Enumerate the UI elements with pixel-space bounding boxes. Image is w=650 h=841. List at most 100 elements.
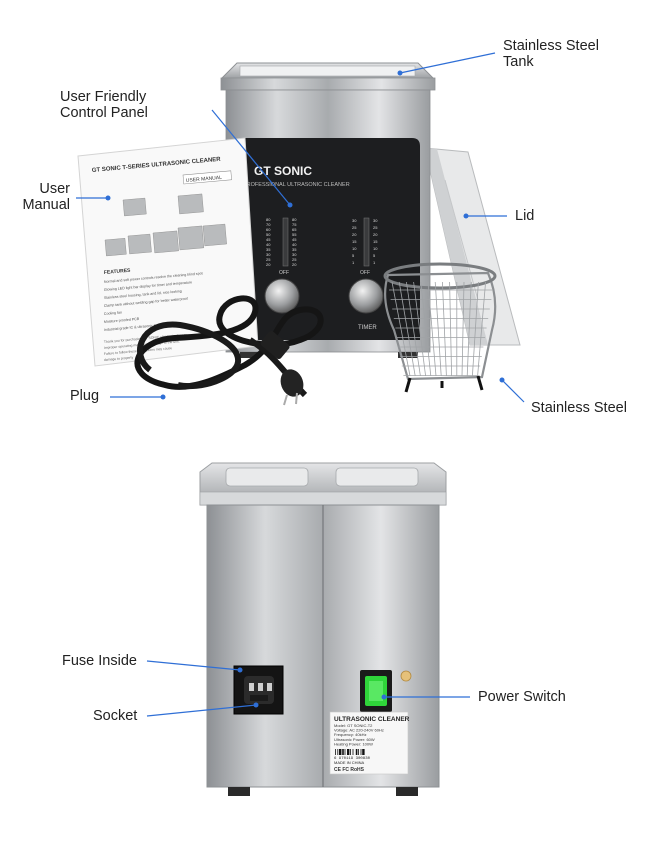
- timer-scale-tick-r: 10: [373, 246, 378, 251]
- heater-scale-tick-f: 35: [292, 247, 297, 252]
- barcode-bar: [342, 749, 344, 755]
- heater-scale-tick-f: 20: [292, 262, 297, 267]
- timer-scale-tick: 15: [352, 239, 357, 244]
- label-stainless-steel-basket: Stainless Steel: [531, 400, 627, 416]
- control-panel-leader-dot: [287, 202, 293, 208]
- label-user-manual: User Manual: [22, 181, 70, 213]
- label-socket: Socket: [93, 708, 138, 724]
- timer-scale-tick: 10: [352, 246, 357, 251]
- barcode-bar: [344, 749, 346, 755]
- label-plug: Plug: [70, 388, 100, 404]
- basket-wire: [461, 281, 465, 377]
- timer-label: TIMER: [358, 325, 377, 331]
- fuse-leader-dot: [237, 667, 243, 673]
- back-lid: [199, 462, 447, 506]
- fuse-leader-line: [146, 660, 241, 671]
- basket-wire: [406, 281, 421, 377]
- timer-scale-tick-r: 5: [373, 253, 376, 258]
- label-stainless-steel-tank: Stainless Steel Tank: [503, 38, 599, 70]
- lid-image: [424, 147, 521, 346]
- manual-feature-item: Clamp tank without welding gap for bette…: [104, 297, 188, 308]
- timer-scale-tick-r: 15: [373, 239, 378, 244]
- basket-leader-dot: [499, 377, 505, 383]
- heater-scale-tick-f: 65: [292, 227, 297, 232]
- heater-scale-tick: 60: [266, 227, 271, 232]
- panel-subtitle: PROFESSIONAL ULTRASONIC CLEANER: [243, 182, 350, 188]
- timer-scale-tick-r: 20: [373, 232, 378, 237]
- nameplate-spec-line: Heating Power: 100W: [334, 741, 373, 746]
- heater-scale-tick: 20: [266, 262, 271, 267]
- timer-scale-tick: 20: [352, 232, 357, 237]
- barcode: [335, 749, 365, 755]
- top-illustration: GT SONIC PROFESSIONAL ULTRASONIC CLEANER…: [76, 52, 525, 406]
- stainless-steel-basket-image: [383, 262, 497, 393]
- label-fuse-inside: Fuse Inside: [62, 653, 137, 669]
- heater-scale-tick: 70: [266, 222, 271, 227]
- power-switch-leader-dot: [381, 694, 387, 700]
- heater-scale-tick-f: 40: [292, 242, 297, 247]
- certification-marks: CE FC RoHS: [334, 767, 365, 773]
- tank-leader-dot: [397, 70, 403, 76]
- off-label-left: OFF: [279, 270, 289, 276]
- heater-scale-tick-f: 25: [292, 257, 297, 262]
- timer-knob[interactable]: [348, 278, 384, 314]
- heater-scale-tick: 80: [266, 217, 271, 222]
- basket-wire: [420, 281, 432, 377]
- barcode-bar: [360, 749, 362, 755]
- label-lid: Lid: [515, 208, 535, 224]
- label-control-panel: User Friendly Control Panel: [60, 89, 148, 121]
- nameplate-spec-line: Voltage: AC 220-240V 60Hz: [334, 728, 384, 733]
- temperature-knob[interactable]: [264, 278, 300, 314]
- manual-leader-dot: [105, 195, 111, 201]
- back-illustration: ULTRASONIC CLEANER Model: GT SONIC-T2Vol…: [146, 462, 470, 796]
- lid-leader-dot: [463, 213, 469, 219]
- control-panel-leader-line: [211, 109, 291, 206]
- tank-leader-line: [399, 52, 496, 74]
- manual-tag: USER MANUAL: [186, 175, 223, 184]
- basket-leader-line: [501, 379, 525, 403]
- manual-feature-item: Industrial grade IC & ultrasonic transdu…: [104, 322, 172, 332]
- barcode-bar: [347, 749, 350, 755]
- manual-feature-item: Moisture proofed PCB: [104, 317, 140, 324]
- timer-scale-tick: 25: [352, 225, 357, 230]
- socket-leader-dot: [253, 702, 259, 708]
- label-power-switch: Power Switch: [478, 689, 566, 705]
- nameplate-spec-line: Ultrasonic Power: 60W: [334, 737, 375, 742]
- power-socket[interactable]: [233, 665, 284, 715]
- barcode-bar: [335, 749, 336, 755]
- barcode-bar: [339, 749, 342, 755]
- barcode-bar: [352, 749, 354, 755]
- heater-scale-tick: 30: [266, 252, 271, 257]
- basket-wire: [398, 281, 416, 377]
- heater-scale-tick: 40: [266, 242, 271, 247]
- timer-scale-tick-r: 25: [373, 225, 378, 230]
- barcode-bar: [355, 749, 358, 755]
- basket-wire: [413, 281, 426, 377]
- control-panel: GT SONIC PROFESSIONAL ULTRASONIC CLEANER…: [238, 138, 420, 340]
- basket-wire: [434, 281, 442, 377]
- basket-wire: [477, 281, 486, 377]
- barcode-bar: [337, 749, 339, 755]
- manual-feature-item: Glowing LED light bar display for timer …: [104, 280, 193, 292]
- manual-features-title: FEATURES: [104, 268, 132, 276]
- barcode-bar: [358, 749, 359, 755]
- heater-scale-tick: 25: [266, 257, 271, 262]
- heater-scale-tick: 45: [266, 237, 271, 242]
- heater-scale-tick-f: 45: [292, 237, 297, 242]
- power-switch[interactable]: [360, 670, 412, 712]
- basket-wire: [391, 281, 411, 377]
- socket-leader-line: [146, 704, 257, 717]
- timer-scale-tick-r: 1: [373, 260, 376, 265]
- timer-scale-tick: 1: [352, 260, 355, 265]
- barcode-bar: [362, 749, 365, 755]
- manual-feature-item: Cooling fan: [104, 310, 122, 316]
- heater-scale-tick-f: 30: [292, 252, 297, 257]
- basket-wire: [427, 281, 437, 377]
- nameplate-spec-line: Frequency: 40kHz: [334, 732, 366, 737]
- nameplate-spec-line: Model: GT SONIC-T2: [334, 723, 373, 728]
- timer-scale-tick: 5: [352, 253, 355, 258]
